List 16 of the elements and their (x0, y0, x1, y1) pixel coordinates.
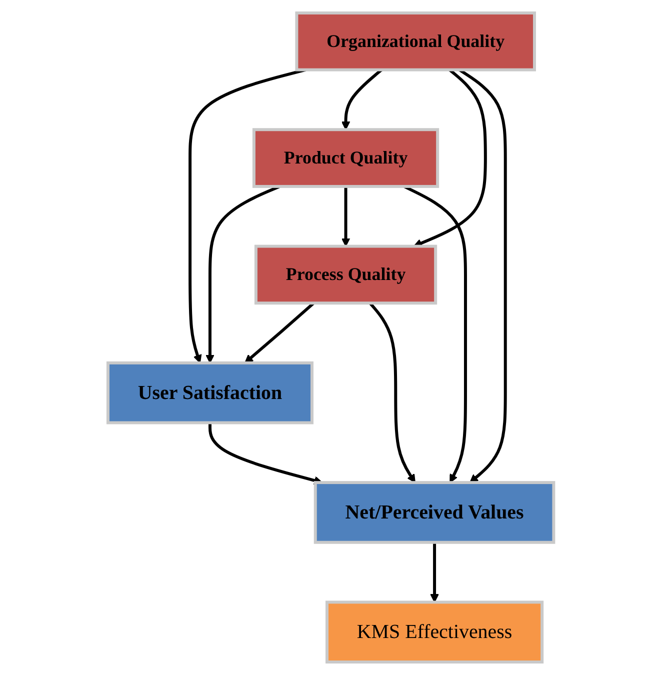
arrow (369, 302, 416, 483)
node-box: Process Quality (254, 244, 438, 305)
arrow (404, 185, 468, 483)
arrow (458, 68, 507, 483)
node-box: User Satisfaction (106, 361, 314, 424)
node-box: Organizational Quality (295, 11, 536, 72)
arrow (206, 185, 280, 364)
node-box: KMS Effectiveness (326, 600, 544, 664)
arrow (342, 186, 350, 247)
arrow (342, 68, 383, 130)
arrow (414, 68, 488, 248)
node-box: Net/Perceived Values (314, 481, 556, 544)
node-box: Product Quality (252, 128, 440, 188)
arrow (188, 68, 306, 364)
arrow (208, 422, 323, 485)
arrow (430, 542, 440, 603)
